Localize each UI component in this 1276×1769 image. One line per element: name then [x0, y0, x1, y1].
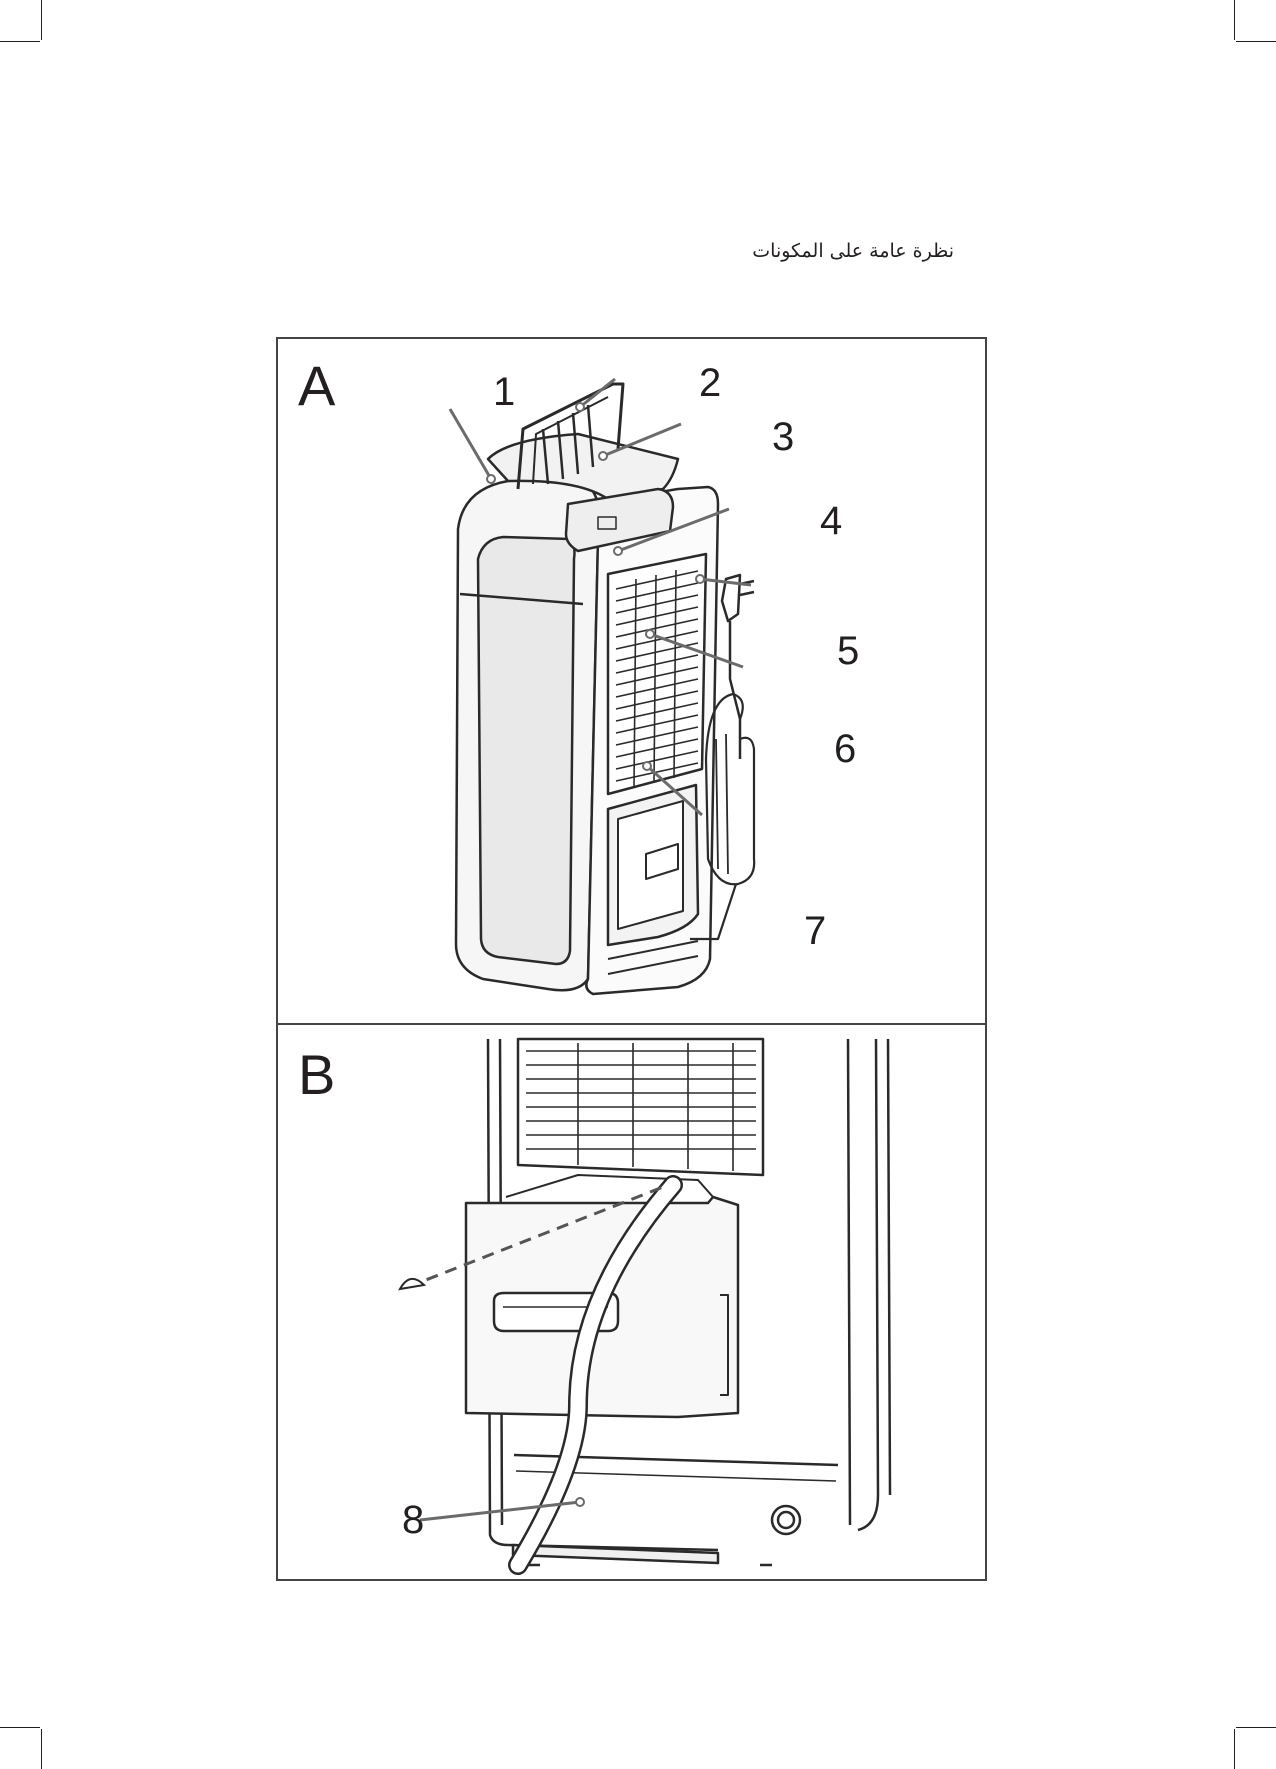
page-heading: نظرة عامة على المكونات: [752, 240, 954, 262]
crop-mark-top-left-h: [0, 41, 40, 42]
panel-a: A: [276, 337, 987, 1025]
dehumidifier-front-view-illustration: [278, 339, 989, 1027]
crop-mark-top-left-v: [41, 0, 42, 40]
callout-8: 8: [402, 1500, 424, 1540]
crop-mark-top-right-v: [1234, 0, 1235, 40]
crop-mark-bottom-right-v: [1234, 1729, 1235, 1769]
crop-mark-bottom-left-h: [0, 1727, 40, 1728]
drain-hose-illustration: [278, 1025, 989, 1583]
panel-b: B: [276, 1023, 987, 1581]
crop-mark-bottom-right-h: [1236, 1727, 1276, 1728]
callout-7: 7: [804, 911, 826, 951]
callout-3: 3: [772, 417, 794, 457]
crop-mark-top-right-h: [1236, 41, 1276, 42]
callout-5: 5: [837, 631, 859, 671]
callout-6: 6: [834, 729, 856, 769]
leader-line-1: [450, 409, 491, 479]
callout-1: 1: [493, 372, 515, 412]
callout-4: 4: [820, 501, 842, 541]
callout-2: 2: [699, 363, 721, 403]
crop-mark-bottom-left-v: [41, 1729, 42, 1769]
